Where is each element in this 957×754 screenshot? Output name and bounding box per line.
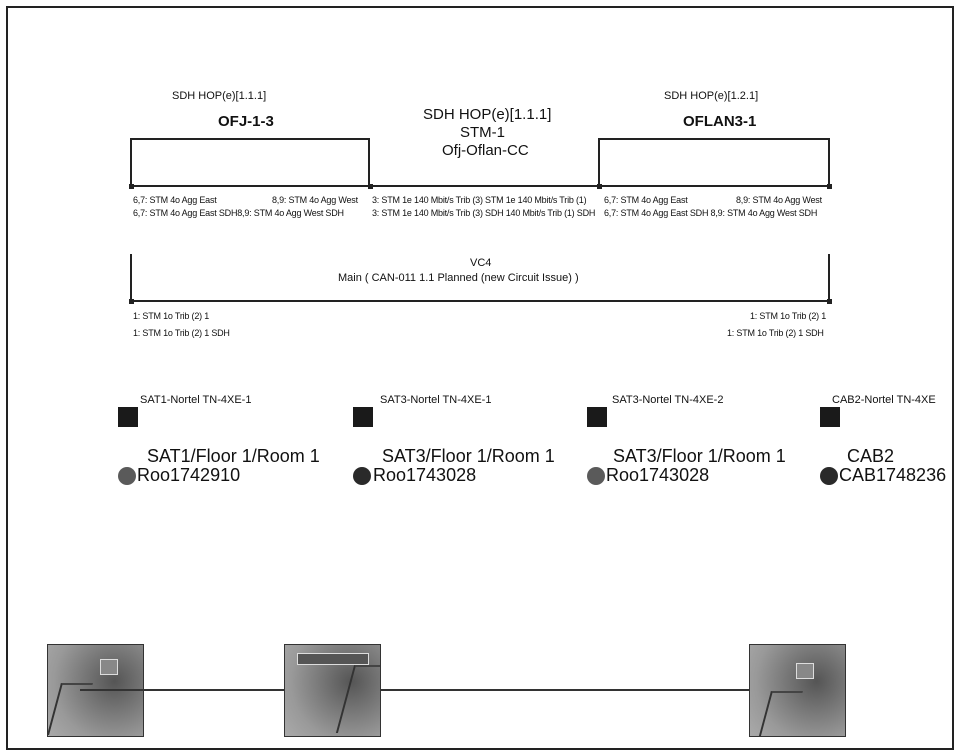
panel-shape [100, 659, 118, 675]
site-room: Roo1743028 [373, 465, 477, 485]
diagram-frame [6, 6, 954, 750]
port-label: 6,7: STM 4o Agg East [604, 195, 688, 205]
site-location: SAT1/Floor 1/Room 1 [147, 446, 320, 466]
room-icon[interactable] [587, 467, 605, 485]
device-icon[interactable] [353, 407, 373, 427]
right-block-box[interactable] [598, 138, 830, 186]
site-location: CAB2 [847, 446, 895, 466]
port-marker [597, 184, 602, 189]
port-label: 3: STM 1e 140 Mbit/s Trib (3) STM 1e 140… [372, 195, 587, 205]
port-marker [827, 184, 832, 189]
site-room: Roo1743028 [606, 465, 710, 485]
left-block-box[interactable] [130, 138, 370, 186]
panel-shape [796, 663, 814, 679]
port-marker [368, 184, 373, 189]
port-marker [129, 299, 134, 304]
port-label: 6,7: STM 4o Agg East [133, 195, 217, 205]
vc4-left-port-label: 1: STM 1o Trib (2) 1 SDH [133, 328, 230, 338]
device-icon[interactable] [118, 407, 138, 427]
right-block-name: OFLAN3-1 [683, 113, 757, 130]
rack-shape [335, 665, 380, 733]
port-marker [129, 184, 134, 189]
site-room: Roo1742910 [137, 465, 241, 485]
right-block-type: SDH HOP(e)[1.2.1] [664, 90, 759, 102]
device-label: SAT1-Nortel TN-4XE-1 [140, 394, 252, 406]
vc4-right-port-label: 1: STM 1o Trib (2) 1 SDH [727, 328, 824, 338]
device-icon[interactable] [820, 407, 840, 427]
port-label: 8,9: STM 4o Agg West [736, 195, 822, 205]
right-block-base [598, 185, 830, 187]
middle-block-name: Ofj-Oflan-CC [442, 142, 529, 159]
site-location: SAT3/Floor 1/Room 1 [613, 446, 786, 466]
room-icon[interactable] [353, 467, 371, 485]
device-label: SAT3-Nortel TN-4XE-2 [612, 394, 724, 406]
middle-block-rate: STM-1 [460, 124, 505, 141]
device-label: CAB2-Nortel TN-4XE [832, 394, 936, 406]
device-label: SAT3-Nortel TN-4XE-1 [380, 394, 492, 406]
left-block-name: OFJ-1-3 [218, 113, 274, 130]
vc4-left-port-label: 1: STM 1o Trib (2) 1 [133, 311, 210, 321]
port-marker [827, 299, 832, 304]
vc4-left-edge [130, 254, 132, 302]
vc4-line[interactable] [130, 300, 830, 302]
vc4-right-edge [828, 254, 830, 302]
middle-block-link [370, 185, 599, 187]
room-icon[interactable] [820, 467, 838, 485]
rack-shape [757, 691, 803, 736]
cable-link[interactable] [381, 689, 749, 691]
device-icon[interactable] [587, 407, 607, 427]
port-label: 6,7: STM 4o Agg East SDH 8,9: STM 4o Agg… [604, 208, 818, 218]
vc4-description: Main ( CAN-011 1.1 Planned (new Circuit … [338, 272, 579, 284]
port-label: 6,7: STM 4o Agg East SDH8,9: STM 4o Agg … [133, 208, 344, 218]
left-block-type: SDH HOP(e)[1.1.1] [172, 90, 267, 102]
equipment-photo[interactable] [749, 644, 846, 737]
port-label: 3: STM 1e 140 Mbit/s Trib (3) SDH 140 Mb… [372, 208, 596, 218]
port-label: 8,9: STM 4o Agg West [272, 195, 358, 205]
panel-shape [297, 653, 369, 665]
vc4-right-port-label: 1: STM 1o Trib (2) 1 [750, 311, 827, 321]
middle-block-type: SDH HOP(e)[1.1.1] [423, 106, 552, 123]
equipment-photo[interactable] [284, 644, 381, 737]
cable-link[interactable] [80, 689, 284, 691]
site-location: SAT3/Floor 1/Room 1 [382, 446, 555, 466]
left-block-base [130, 185, 370, 187]
site-room: CAB1748236 [839, 465, 947, 485]
vc4-label: VC4 [470, 257, 492, 269]
room-icon[interactable] [118, 467, 136, 485]
